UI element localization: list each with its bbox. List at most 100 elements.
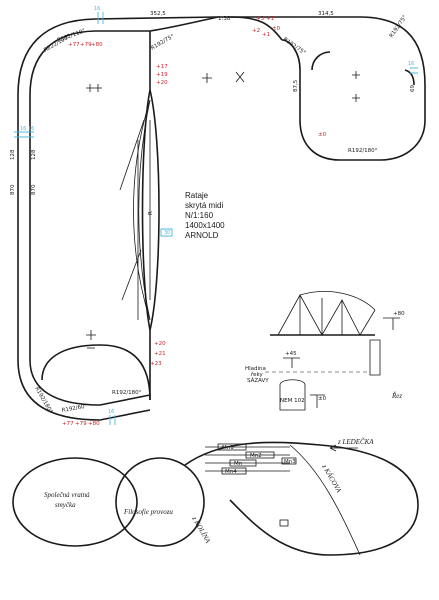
station-block-2: [245, 451, 275, 459]
section-height-top: +80: [393, 311, 405, 317]
section-height-mid: +45: [285, 351, 297, 357]
height-h9: +2: [252, 28, 260, 34]
dim-left-b: 870: [31, 184, 37, 195]
height-h13: ±0: [318, 132, 327, 138]
loop-label-1: Společná vratná: [44, 491, 90, 499]
yard-track-2: [138, 99, 151, 321]
station-label-4: Mn4: [225, 469, 237, 475]
height-h17: +77: [62, 421, 74, 427]
cross-marker-4: [352, 71, 360, 79]
title-block: Rataje skrytá midi N/1:160 1400x1400 ARN…: [185, 191, 225, 240]
bottom-left-inner: [29, 359, 151, 406]
yard-left: [141, 89, 151, 331]
cyan-num-6: 16: [108, 409, 114, 415]
cyan-mark-bottom: [109, 415, 116, 425]
dim-top-left: 352,5: [150, 11, 166, 17]
cross-marker-5: [352, 94, 360, 102]
main-track-plan: 352,5 314,5 870 870 128 128 87,5 69 R222…: [10, 6, 426, 427]
dim-top-right: 314,5: [318, 11, 334, 17]
radius-right-bottom: R192/180°: [348, 148, 378, 154]
dim-left-c: 128: [10, 149, 16, 160]
yard-track-1: [133, 99, 151, 321]
cyan-num-5: 16: [408, 61, 414, 67]
height-h11: +1: [262, 32, 270, 38]
title-line-2: skrytá midi: [185, 201, 223, 210]
radius-top-right-a: R192/75°: [282, 37, 307, 57]
level-label-3: SÁZAVY: [247, 377, 269, 384]
height-tick-top: [383, 317, 400, 330]
yard-right: [149, 89, 160, 331]
dim-right-a: 87,5: [293, 79, 299, 92]
yard-spur-1: [119, 119, 145, 191]
station-label-3: Mn: [234, 461, 243, 467]
height-h18: +79: [75, 421, 87, 427]
height-tick-zero: [310, 394, 325, 408]
cyan-mark-left: [14, 131, 34, 138]
height-h8: +1: [266, 16, 274, 22]
top-left-inner-curve: [29, 30, 150, 96]
title-line-4: 1400x1400: [185, 221, 225, 230]
radius-top-right-b: R192/75°: [389, 14, 409, 39]
label-ledecka: z LEDEČKA: [337, 438, 374, 446]
height-tick-mid: [283, 357, 300, 368]
scheme-left-loop: [12, 457, 138, 547]
cross-marker-2: [202, 73, 212, 83]
bottom-left-outer: [17, 359, 151, 421]
top-branch: [229, 16, 283, 41]
title-line-3: N/1:160: [185, 211, 214, 220]
level-label-2: řeky: [251, 371, 264, 378]
cross-marker-3: [235, 71, 245, 83]
height-h14: +20: [154, 341, 166, 347]
radius-mid-center: R192/75°: [150, 33, 176, 51]
label-kacova: z KÁCOVA: [320, 462, 343, 494]
height-h6: +20: [156, 80, 168, 86]
cross-section: +80 +45 Hladina řeky SÁZAVY NEM 102 ±0 Ř…: [245, 291, 405, 411]
height-h16: +23: [150, 361, 162, 367]
height-h3: +80: [91, 42, 103, 48]
section-height-zero: ±0: [318, 396, 327, 402]
height-h15: +21: [154, 351, 166, 357]
radius-center-r: R: [148, 211, 154, 215]
top-left-outer-curve: [17, 16, 219, 96]
cyan-num-3: 16: [28, 126, 34, 132]
title-line-5: ARNOLD: [185, 231, 219, 240]
height-h5: +19: [156, 72, 168, 78]
bridge-arch: [299, 291, 376, 311]
title-line-1: Rataje: [185, 191, 209, 200]
tunnel-car: [279, 379, 306, 411]
station-block-5: [281, 457, 297, 465]
dim-left-a: 870: [10, 184, 16, 195]
level-label-1: Hladina: [245, 366, 266, 372]
philosophy-label: Filosofie provozu: [123, 508, 173, 516]
radius-bottom-left-inner: R192/60°: [61, 404, 88, 414]
scheme-right-loop: [184, 441, 419, 556]
station-block-4: [221, 467, 247, 475]
height-h7: +3: [256, 16, 265, 22]
height-h2: +79: [80, 42, 92, 48]
cyan-num-4: 30: [164, 230, 170, 236]
cyan-num-2: 16: [20, 126, 26, 132]
cyan-num-1: 16: [94, 6, 100, 12]
height-h19: +80: [88, 421, 100, 427]
car-label: NEM 102: [280, 398, 305, 404]
station-block-1: [217, 443, 247, 451]
station-block-3: [229, 459, 257, 467]
scheme-diag-track: [289, 444, 361, 556]
top-right-inner: [311, 51, 331, 71]
scheme-mid-loop: [115, 457, 205, 547]
station-label-2: Mn2: [250, 453, 262, 459]
cyan-mark-center: [160, 228, 173, 237]
dim-right-b: 69: [410, 85, 416, 92]
cross-marker-6: [86, 330, 96, 340]
loop-label-2: smyčka: [55, 501, 76, 509]
operational-scheme: Mn1 Mn2 Mn Mn4 Mn3 z LEDEČKA z KÁCOVA z …: [12, 438, 419, 556]
station-label-5: Mn3: [284, 459, 296, 465]
top-right-loop: [281, 16, 426, 161]
bottom-inner-arc: [41, 344, 151, 401]
cyan-mark-top: [97, 12, 104, 24]
height-h10: ±0: [272, 26, 281, 32]
rez-label: Řez: [391, 392, 402, 400]
bridge-posts: [299, 295, 343, 335]
top-right-inner-2: [404, 69, 415, 86]
